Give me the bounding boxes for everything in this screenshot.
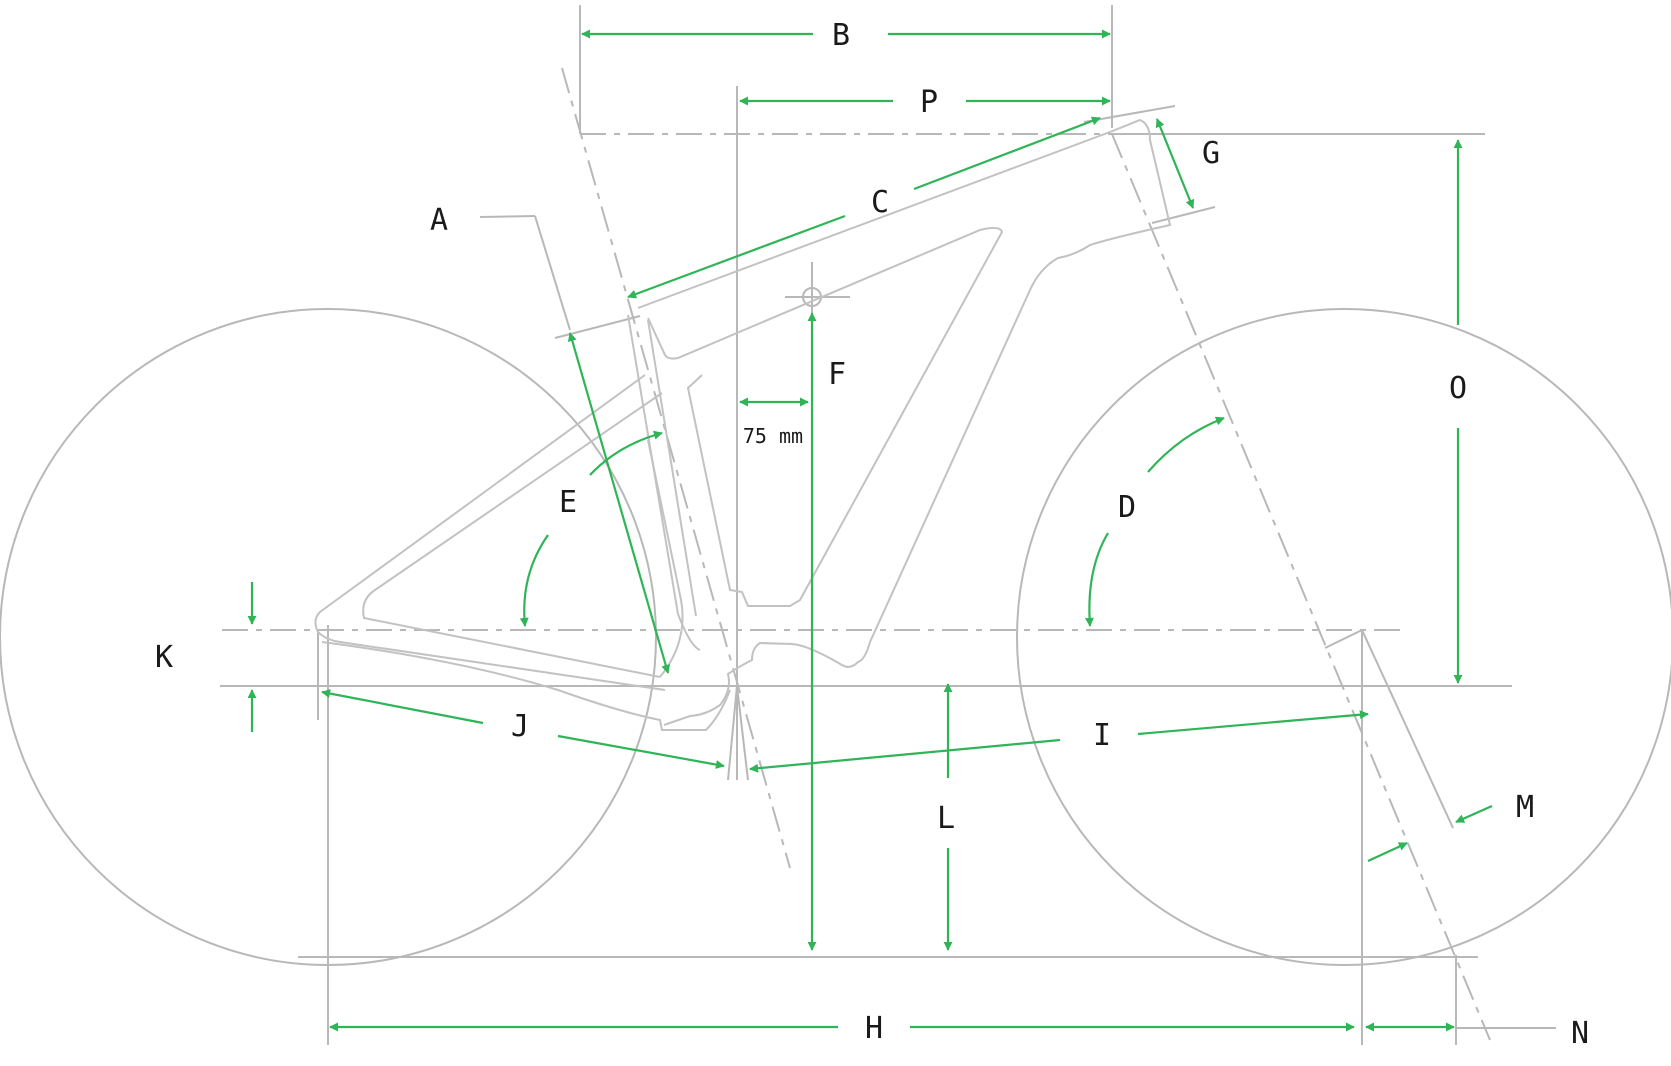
label-l: L bbox=[937, 801, 955, 836]
label-f: F bbox=[828, 357, 846, 392]
label-h: H bbox=[865, 1011, 883, 1046]
label-e: E bbox=[559, 485, 577, 520]
dimension-labels: B P G C A F O 75 mm E D K J I L M H N bbox=[155, 18, 1589, 1051]
label-j: J bbox=[511, 709, 529, 744]
label-c: C bbox=[871, 185, 889, 220]
label-m: M bbox=[1516, 790, 1534, 825]
label-k: K bbox=[155, 640, 173, 675]
label-o: O bbox=[1449, 371, 1467, 406]
label-a: A bbox=[430, 203, 448, 238]
dimension-arrows bbox=[247, 29, 1493, 1032]
label-i: I bbox=[1093, 718, 1111, 753]
label-p: P bbox=[920, 85, 938, 120]
front-wheel bbox=[1016, 308, 1671, 966]
label-d: D bbox=[1118, 490, 1136, 525]
label-n: N bbox=[1571, 1016, 1589, 1051]
label-g: G bbox=[1202, 136, 1220, 171]
reference-lines bbox=[220, 5, 1556, 1045]
label-75mm: 75 mm bbox=[743, 424, 803, 448]
label-b: B bbox=[832, 18, 850, 53]
